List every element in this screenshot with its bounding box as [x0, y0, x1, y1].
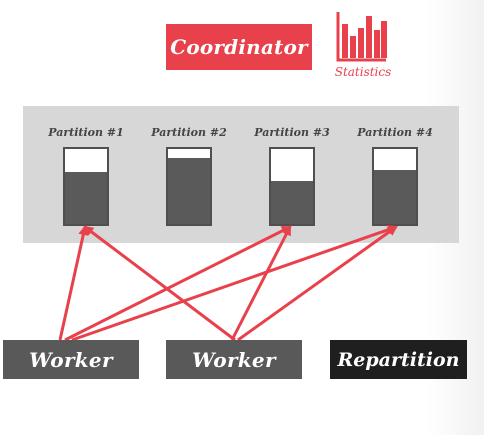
partition-4: Partition #4	[350, 106, 440, 243]
edge-worker2-partition3	[230, 225, 292, 341]
edge-worker1-partition1	[58, 225, 89, 341]
partition-label: Partition #4	[357, 126, 433, 139]
partition-fill	[271, 181, 313, 224]
partition-fill	[374, 170, 416, 224]
coordinator-box: Coordinator	[166, 24, 312, 70]
partition-fill	[65, 172, 107, 224]
partition-label: Partition #3	[254, 126, 330, 139]
edge-worker2-partition4	[237, 225, 398, 342]
partition-label: Partition #1	[48, 126, 124, 139]
partition-label: Partition #2	[151, 126, 227, 139]
edge-worker1-partition4	[71, 224, 398, 342]
partition-capacity-bar	[372, 147, 418, 226]
partition-panel: Partition #1 Partition #2 Partition #3 P…	[23, 106, 459, 243]
partition-fill	[168, 158, 210, 224]
repartition-box: Repartition	[330, 340, 467, 379]
partition-3: Partition #3	[247, 106, 337, 243]
edge-worker2-partition1	[83, 225, 236, 342]
partition-2: Partition #2	[144, 106, 234, 243]
worker-label: Worker	[192, 347, 276, 372]
partition-capacity-bar	[269, 147, 315, 226]
worker-label: Worker	[29, 347, 113, 372]
partition-capacity-bar	[166, 147, 212, 226]
edge-worker1-partition3	[64, 225, 292, 342]
statistics-bar-chart-icon	[336, 12, 387, 62]
coordinator-label: Coordinator	[170, 35, 308, 59]
worker-box-1: Worker	[3, 340, 139, 379]
partition-1: Partition #1	[41, 106, 131, 243]
repartition-label: Repartition	[337, 348, 460, 371]
partition-capacity-bar	[63, 147, 109, 226]
statistics-label: Statistics	[334, 65, 392, 79]
worker-box-2: Worker	[166, 340, 302, 379]
